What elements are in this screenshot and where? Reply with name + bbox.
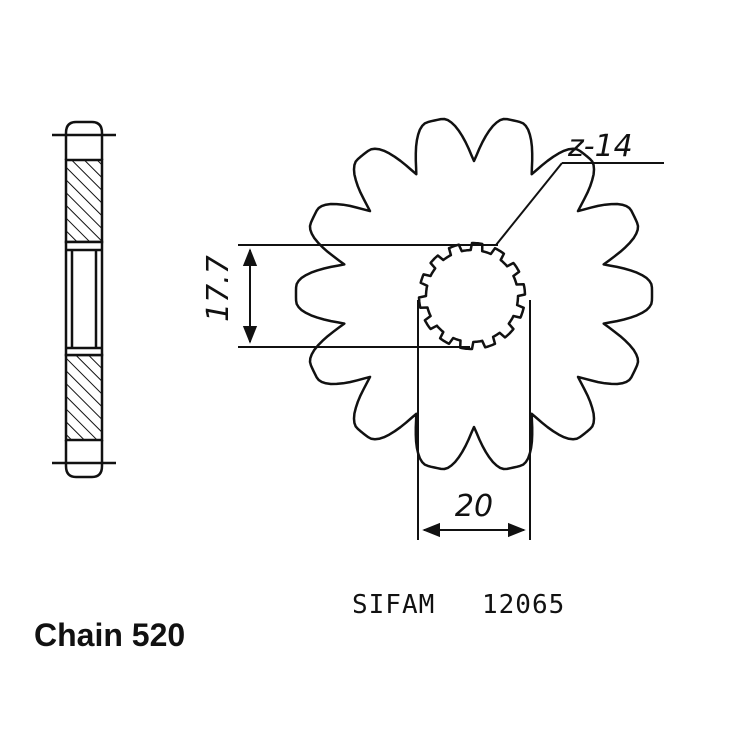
dimension-label-20: 20 — [455, 489, 493, 524]
chain-size-label: Chain 520 — [34, 617, 185, 653]
hatched-section-upper — [64, 158, 104, 244]
teeth-count-label: z-14 — [567, 129, 633, 164]
dimension-label-17-7: 17.7 — [201, 255, 236, 322]
brand-label: SIFAM — [352, 590, 435, 620]
profile-tooth-bottom — [64, 440, 104, 479]
sprocket-front-view — [294, 117, 654, 471]
side-profile-view — [52, 120, 116, 479]
dimension-hub-width — [417, 300, 531, 540]
part-number-label: 12065 — [482, 590, 565, 620]
leader-line — [495, 162, 563, 246]
dimension-bore-height — [238, 244, 498, 348]
splined-hub-bore — [417, 241, 527, 351]
teeth-count-leader — [495, 162, 664, 246]
hatched-section-lower — [64, 353, 104, 442]
profile-tooth-top — [64, 120, 104, 160]
